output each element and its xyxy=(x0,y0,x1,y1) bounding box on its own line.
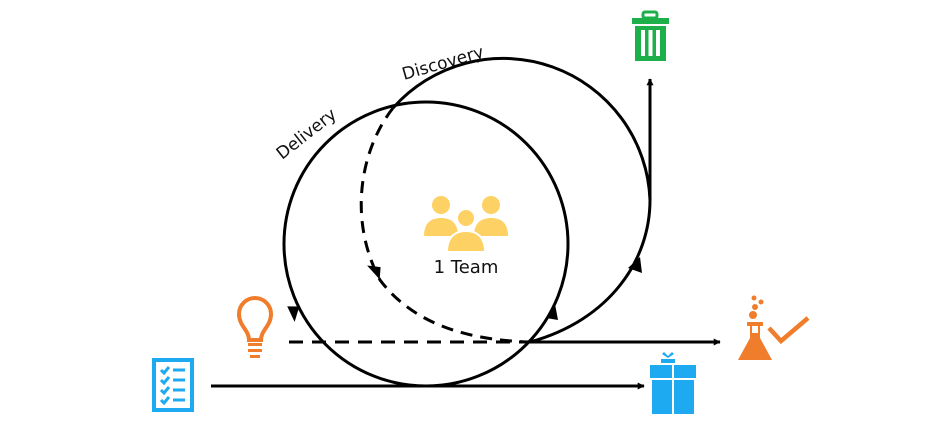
flask-check-icon xyxy=(738,295,810,360)
gift-icon xyxy=(650,352,696,414)
team-label: 1 Team xyxy=(434,257,499,278)
discovery-arc-dashed xyxy=(359,107,531,344)
team-icon xyxy=(424,196,508,253)
delivery-label: Delivery xyxy=(273,105,341,164)
trash-icon xyxy=(632,10,669,61)
discovery-label: Discovery xyxy=(400,42,486,84)
discovery-arrowhead-left xyxy=(367,265,381,280)
discovery-loop: Discovery xyxy=(359,42,654,344)
discovery-arrowhead-right xyxy=(628,257,642,273)
checklist-icon xyxy=(152,358,194,412)
lightbulb-icon xyxy=(236,296,274,358)
delivery-arrowhead-left xyxy=(287,306,300,322)
discovery-arc-right xyxy=(529,199,652,344)
delivery-arrowhead-right xyxy=(546,304,558,320)
discovery-arc-top xyxy=(391,56,652,201)
